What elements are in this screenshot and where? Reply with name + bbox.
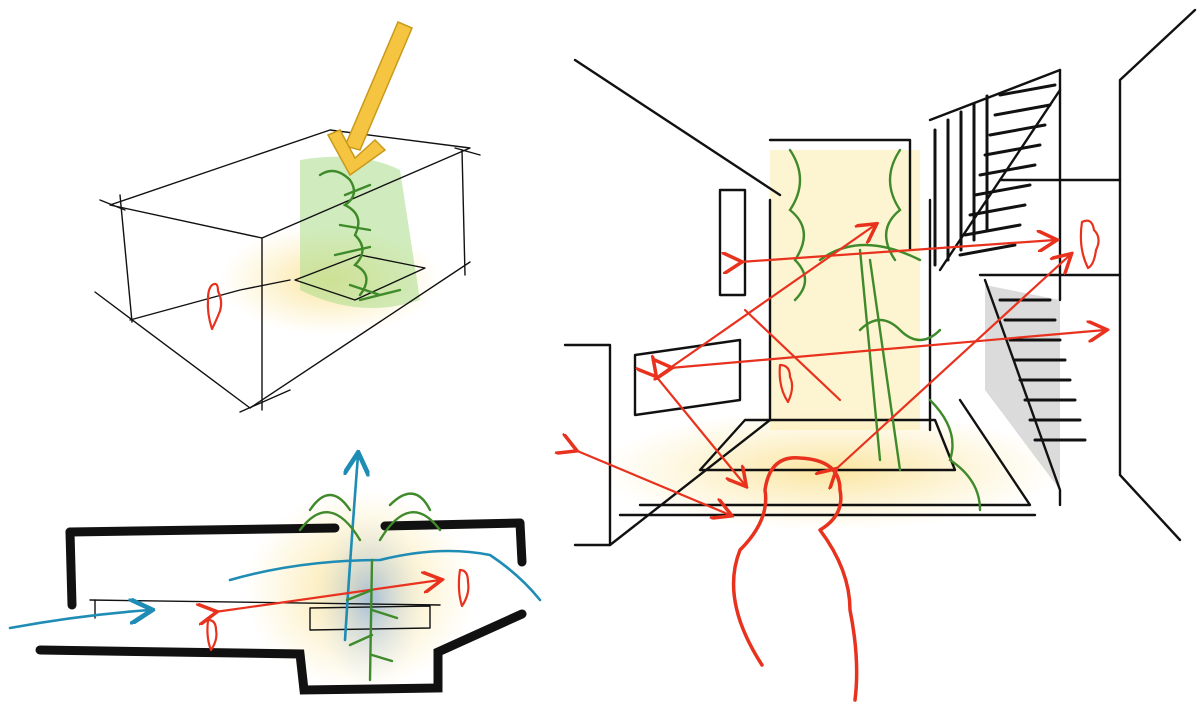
isometric-light-well-sketch [94,21,481,413]
section-airflow-sketch [8,455,542,695]
person-figure [206,282,223,331]
courtyard-perspective-sketch [565,8,1197,702]
